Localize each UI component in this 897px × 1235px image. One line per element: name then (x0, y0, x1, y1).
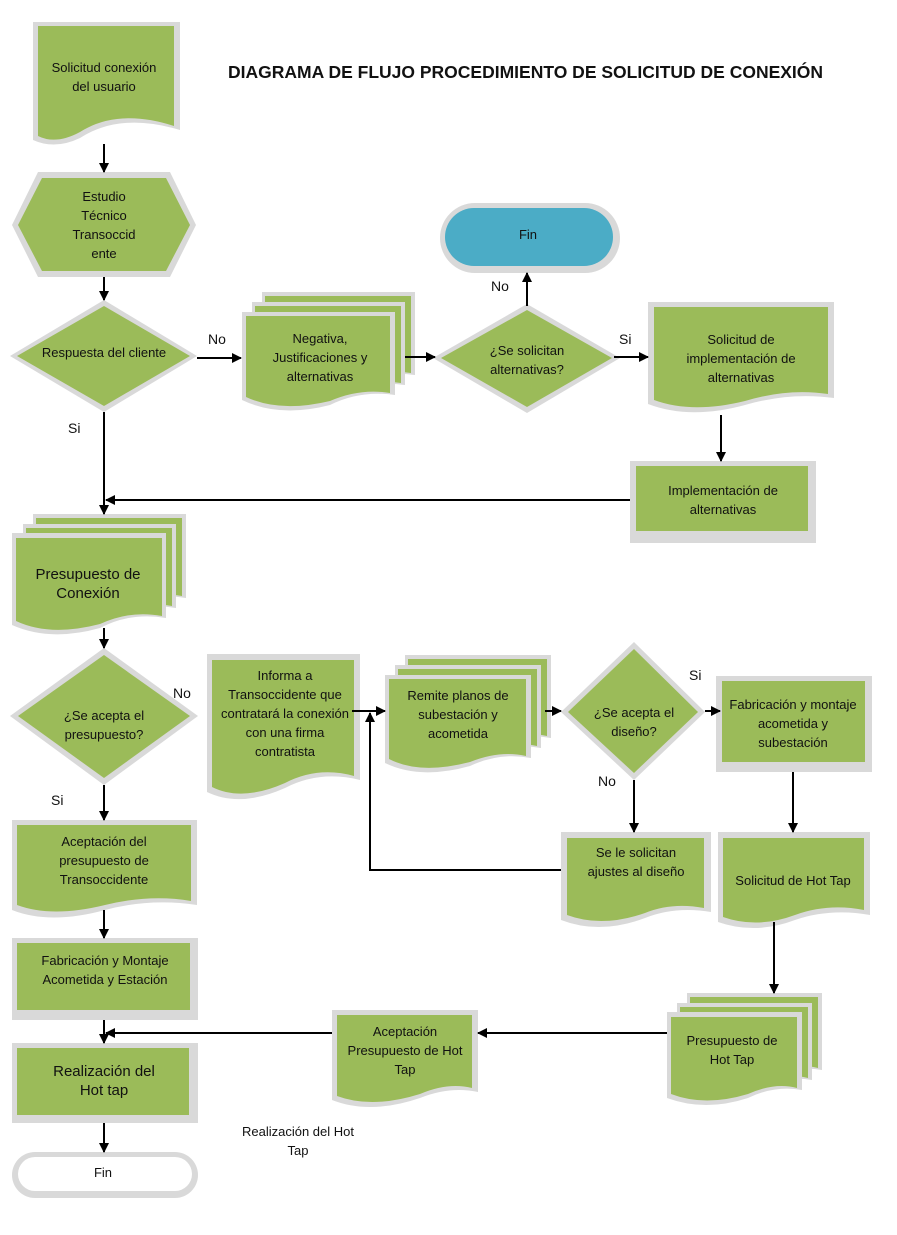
text-implementacion: Implementación de alternativas (668, 483, 778, 517)
text-fabricacion-left: Fabricación y Montaje Acometida y Estaci… (41, 953, 169, 987)
node-se-solicitan-alternativas (433, 304, 620, 413)
node-presupuesto-hot-tap (667, 993, 822, 1105)
text-fabricacion-right: Fabricación y montaje acometida y subest… (729, 696, 857, 750)
label-si-respuesta: Si (68, 420, 81, 436)
text-se-solicitan: ¿Se solicitan alternativas? (489, 343, 565, 377)
text-respuesta: Respuesta del cliente (41, 344, 167, 360)
text-aceptacion: Aceptación del presupuesto de Transoccid… (59, 833, 149, 887)
node-solicitud-hot-tap (718, 832, 870, 929)
text-negativa: Negativa, Justificaciones y alternativas (272, 330, 368, 384)
node-fabricacion-montaje-right (716, 676, 872, 772)
node-remite-planos (385, 655, 551, 773)
text-se-acepta-diseno: ¿Se acepta el diseño? (593, 705, 675, 739)
text-realizacion: Realización del Hot tap (53, 1063, 155, 1099)
arrow-ajustes-remite (365, 712, 561, 871)
node-fin-top (440, 203, 620, 273)
text-aceptacion-hot: Aceptación Presupuesto de Hot Tap (347, 1023, 463, 1077)
text-presupuesto-hot: Presupuesto de Hot Tap (686, 1033, 778, 1067)
text-presupuesto-conexion: Presupuesto de Conexión (35, 566, 141, 602)
label-no-respuesta: No (208, 331, 226, 347)
label-no-fin: No (491, 278, 509, 294)
node-fabricacion-montaje-left (12, 938, 198, 1020)
text-informa: Informa a Transoccidente que contratará … (221, 667, 349, 759)
label-si-diseno: Si (689, 667, 702, 683)
text-solicitud: Solicitud conexión del usuario (51, 60, 157, 94)
text-realizacion-hot-free: Realización del Hot Tap (241, 1124, 354, 1158)
node-ajustes-diseno (561, 832, 711, 928)
text-remite: Remite planos de subestación y acometida (407, 687, 509, 741)
node-solicitud-implementacion (648, 302, 834, 413)
node-aceptacion-presupuesto (12, 820, 197, 918)
node-estudio-tecnico (12, 172, 196, 277)
node-respuesta-cliente (10, 300, 197, 412)
label-no-presupuesto: No (173, 685, 191, 701)
node-se-acepta-presupuesto (10, 648, 198, 785)
text-se-acepta-presupuesto: ¿Se acepta el presupuesto? (63, 708, 145, 742)
text-solicitud-implementacion: Solicitud de implementación de alternati… (686, 331, 796, 385)
text-fin-bottom: Fin (93, 1164, 113, 1180)
diagram-title: DIAGRAMA DE FLUJO PROCEDIMIENTO DE SOLIC… (228, 62, 824, 82)
node-implementacion-alternativas (630, 461, 816, 543)
label-no-diseno: No (598, 773, 616, 789)
text-solicitud-hot: Solicitud de Hot Tap (735, 872, 851, 888)
node-informa-transoccidente (207, 654, 360, 800)
label-si-presupuesto: Si (51, 792, 64, 808)
node-aceptacion-hot-tap (332, 1010, 478, 1108)
text-ajustes: Se le solicitan ajustes al diseño (587, 845, 685, 879)
node-negativa-justificaciones (242, 292, 415, 411)
node-fin-bottom (12, 1152, 198, 1198)
node-presupuesto-conexion (12, 514, 186, 635)
node-se-acepta-diseno (561, 642, 705, 780)
label-si-alternativas: Si (619, 331, 632, 347)
node-realizacion-hot-tap (12, 1043, 198, 1123)
text-fin-top: Fin (518, 226, 538, 242)
connectors (99, 144, 798, 1153)
text-estudio: Estudio Técnico Transoccid ente (72, 189, 136, 261)
node-solicitud-conexion (33, 22, 180, 145)
